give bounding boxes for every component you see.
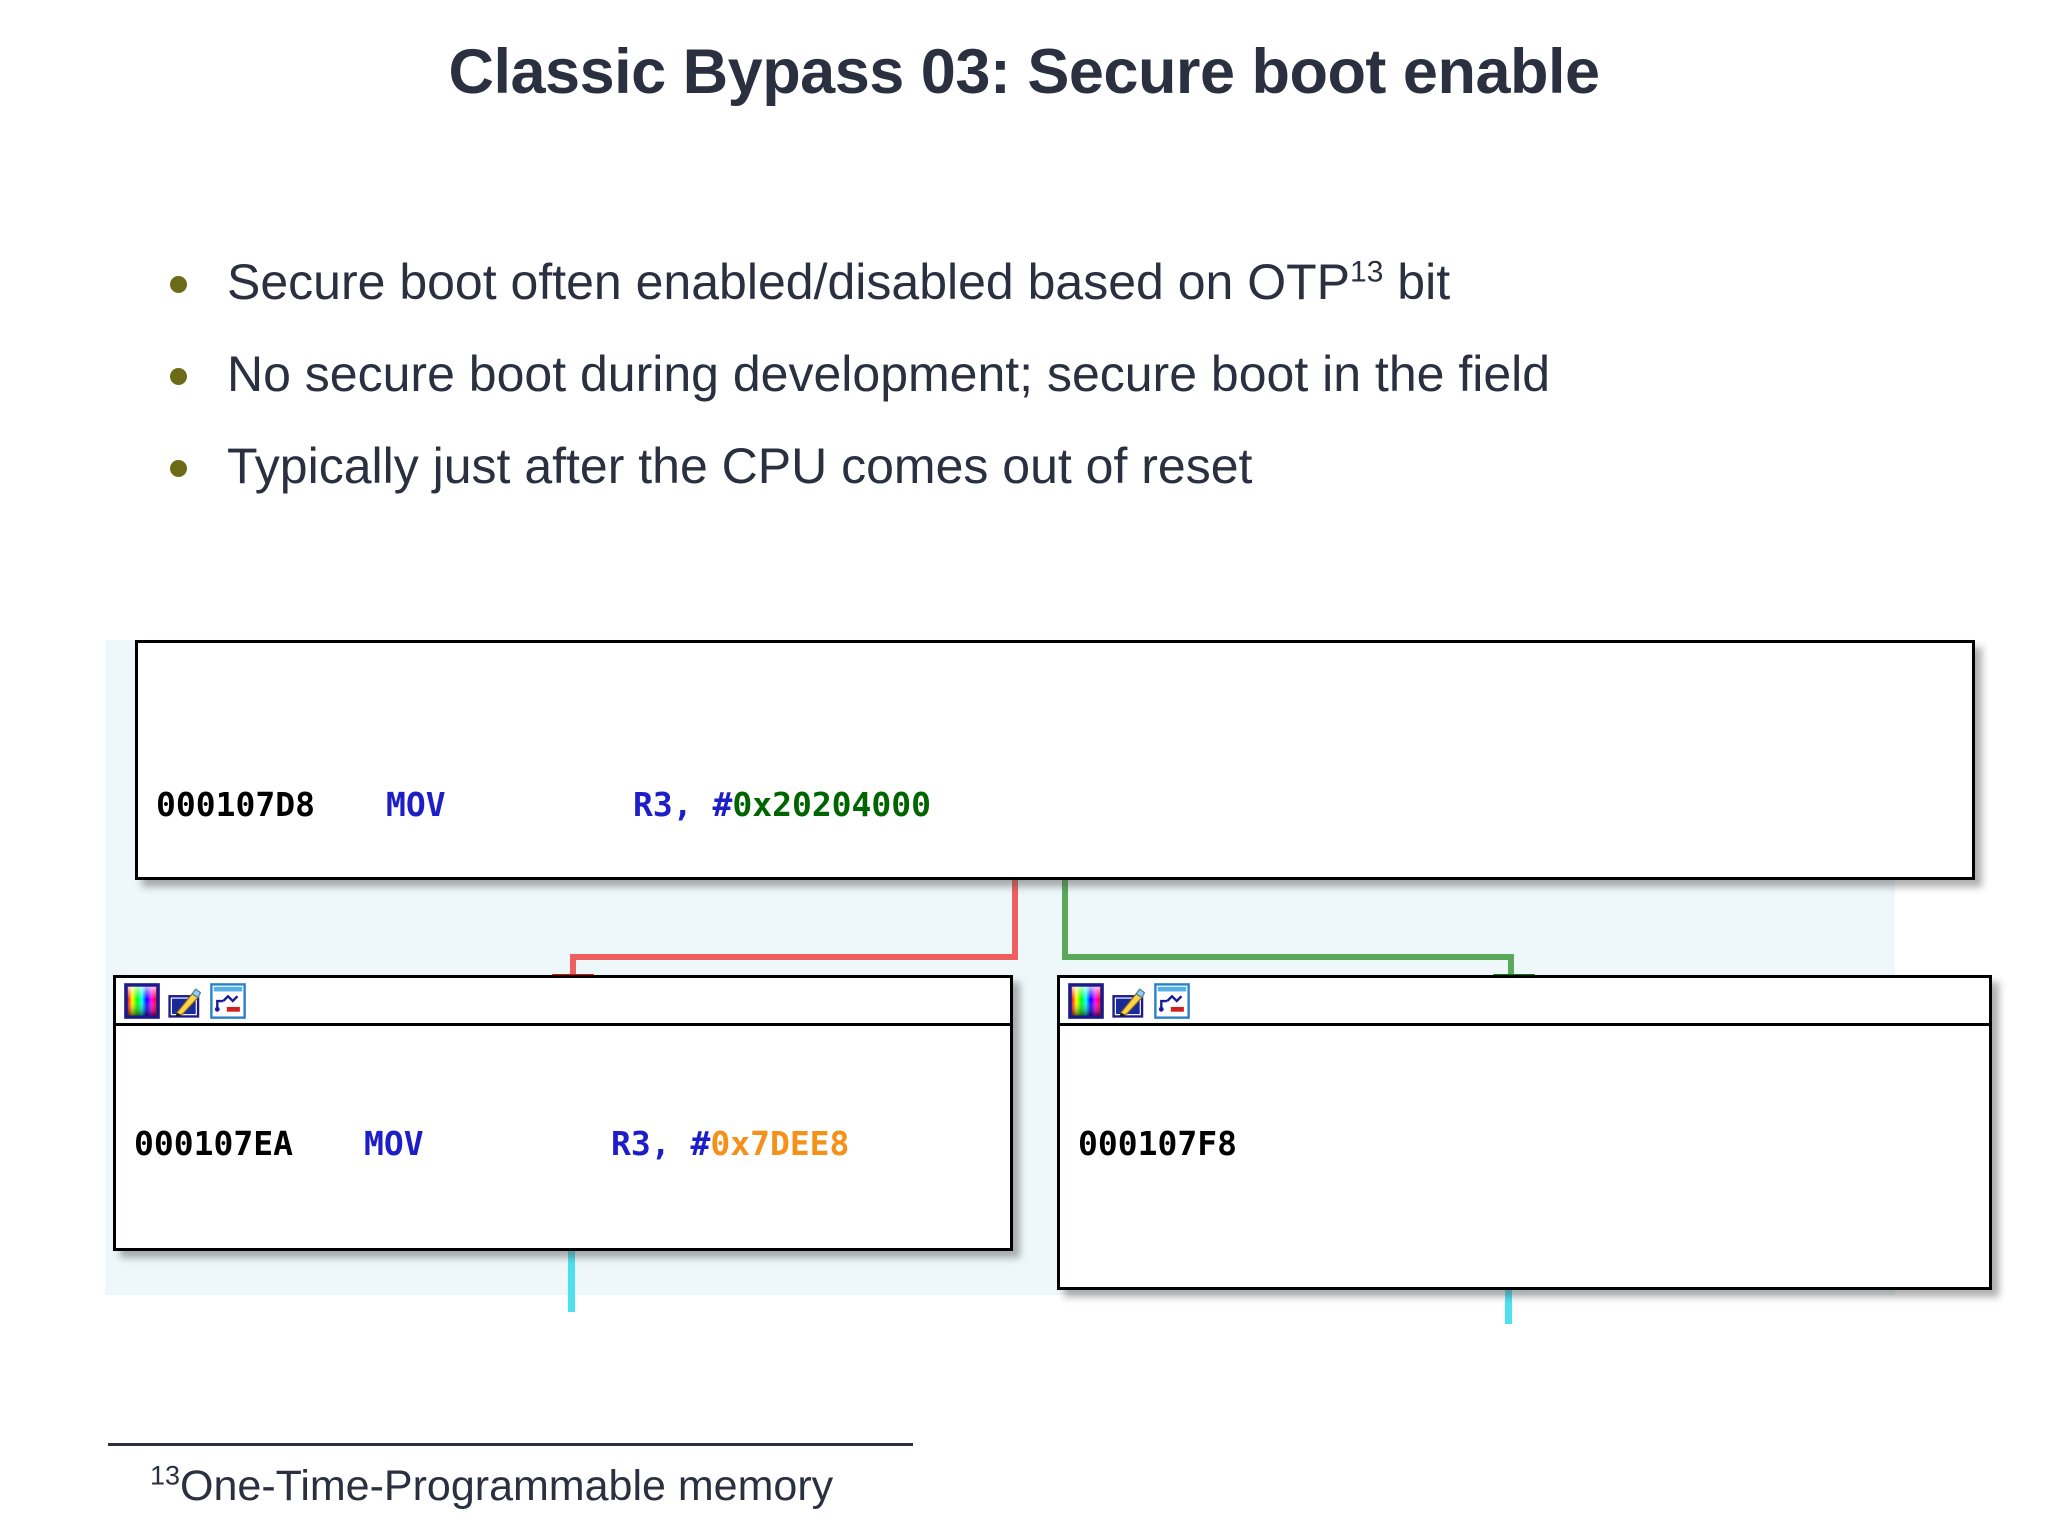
edge-red-segment bbox=[570, 954, 1018, 960]
edge-cyan-segment bbox=[1505, 1288, 1512, 1324]
list-item: Typically just after the CPU comes out o… bbox=[170, 438, 1970, 495]
color-palette-icon[interactable] bbox=[1067, 982, 1105, 1020]
code-mnemonic: MOV bbox=[386, 785, 446, 824]
list-item: No secure boot during development; secur… bbox=[170, 346, 1970, 403]
bullet-marker-icon bbox=[170, 460, 187, 477]
block-toolbar bbox=[1060, 978, 1989, 1026]
code-line: 000107EA MOV R3, #0x7DEE8 bbox=[134, 1122, 1010, 1166]
graph-chart-icon[interactable] bbox=[1153, 982, 1191, 1020]
block-toolbar bbox=[116, 978, 1010, 1026]
edge-green-segment bbox=[1062, 880, 1068, 960]
bullet-marker-icon bbox=[170, 368, 187, 385]
code-line: 000107F8 bbox=[1078, 1122, 1989, 1166]
footnote-marker: 13 bbox=[150, 1460, 181, 1491]
list-item: Secure boot often enabled/disabled based… bbox=[170, 254, 1970, 311]
bullet-text: Typically just after the CPU comes out o… bbox=[227, 438, 1253, 494]
code-line: 000107D8 MOV R3, #0x20204000 bbox=[156, 783, 1972, 827]
code-immediate: 0x20204000 bbox=[732, 785, 932, 824]
color-palette-icon[interactable] bbox=[123, 982, 161, 1020]
code-mnemonic: MOV bbox=[364, 1124, 424, 1163]
footnote: 13One-Time-Programmable memory bbox=[150, 1460, 834, 1510]
code-address: 000107D8 bbox=[156, 785, 315, 824]
footnote-divider bbox=[108, 1443, 913, 1446]
edge-cyan-segment bbox=[568, 1250, 575, 1312]
bullet-marker-icon bbox=[170, 276, 187, 293]
bullet-text: Secure boot often enabled/disabled based… bbox=[227, 254, 1451, 310]
superscript-marker: 13 bbox=[1350, 255, 1384, 289]
edge-green-segment bbox=[1062, 954, 1514, 960]
disassembly-block-right[interactable]: 000107F8 000107F8loc_107F8 000107F8MOVR3… bbox=[1057, 975, 1992, 1290]
code-immediate: 0x7DEE8 bbox=[710, 1124, 850, 1163]
pencil-edit-icon[interactable] bbox=[1110, 982, 1148, 1020]
code-operands: R3, # bbox=[611, 1124, 711, 1163]
pencil-edit-icon[interactable] bbox=[166, 982, 204, 1020]
code-listing: 000107F8 000107F8loc_107F8 000107F8MOVR3… bbox=[1060, 1026, 1989, 1287]
code-operands: R3, # bbox=[633, 785, 733, 824]
bullet-list: Secure boot often enabled/disabled based… bbox=[170, 254, 1970, 530]
edge-green-segment bbox=[1508, 954, 1514, 982]
edge-red-segment bbox=[570, 954, 576, 982]
edge-red-segment bbox=[1012, 880, 1018, 960]
graph-chart-icon[interactable] bbox=[209, 982, 247, 1020]
code-address: 000107F8 bbox=[1078, 1124, 1237, 1163]
page-title: Classic Bypass 03: Secure boot enable bbox=[448, 37, 1601, 107]
code-address: 000107EA bbox=[134, 1124, 293, 1163]
bullet-text: No secure boot during development; secur… bbox=[227, 346, 1551, 402]
